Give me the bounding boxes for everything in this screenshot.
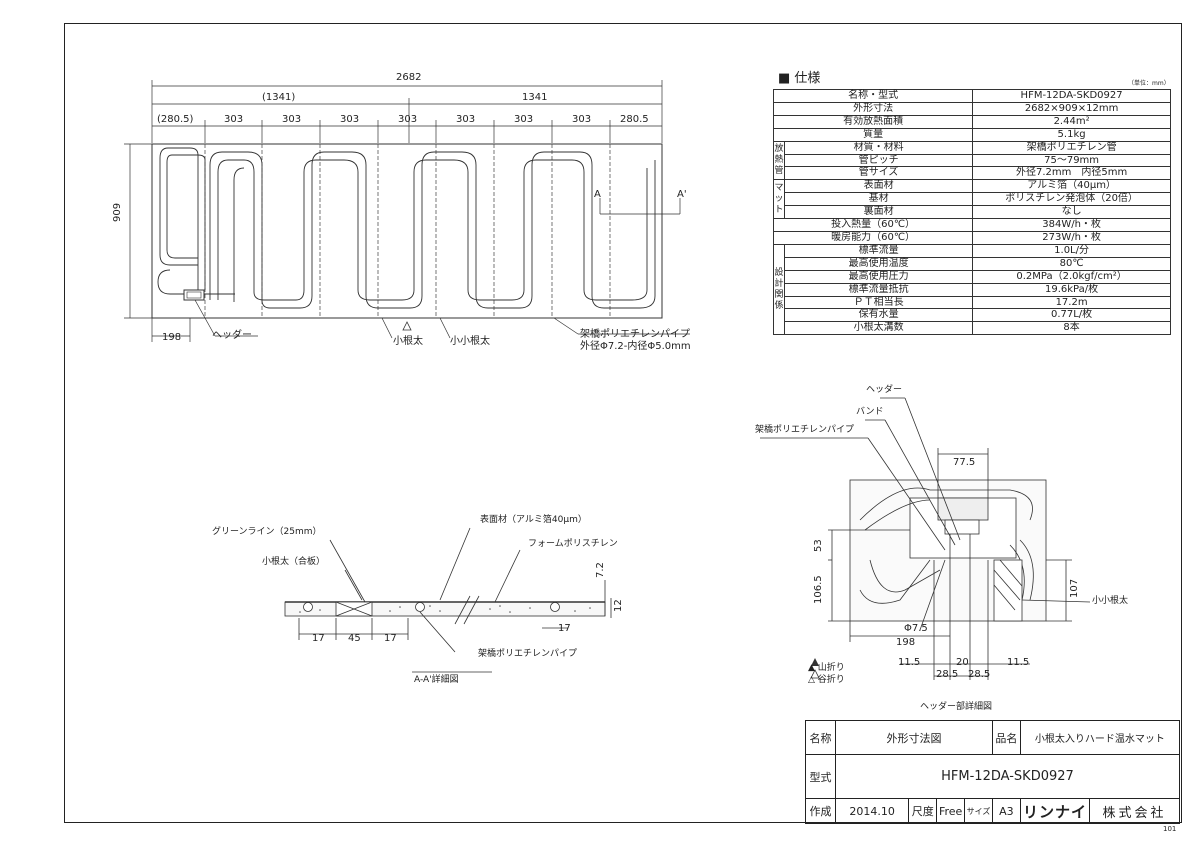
- dim-offset: 198: [162, 332, 182, 343]
- drawing-frame: [64, 23, 1182, 823]
- dim-seg-9: 280.5: [620, 114, 649, 125]
- dim-seg-8: 303: [572, 114, 592, 125]
- dim-half-left: (1341): [262, 92, 296, 103]
- dim-17a: 17: [312, 633, 325, 644]
- dim-285a: 28.5: [936, 669, 959, 680]
- dim-285b: 28.5: [968, 669, 991, 680]
- label-pipe-2: 外径Φ7.2-内径Φ5.0mm: [580, 341, 691, 352]
- title-model-value: HFM-12DA-SKD0927: [834, 754, 1181, 799]
- label-surface: 表面材（アルミ箔40μm）: [480, 515, 587, 525]
- spec-title: ■ 仕様: [778, 71, 821, 86]
- label-section-pipe: 架橋ポリエチレンパイプ: [478, 649, 578, 659]
- title-scale-value: Free: [936, 798, 966, 824]
- dim-seg-4: 303: [340, 114, 360, 125]
- dim-17b: 17: [384, 633, 397, 644]
- dim-seg-6: 303: [456, 114, 476, 125]
- dim-seg-2: 303: [224, 114, 244, 125]
- dim-115b: 11.5: [1007, 657, 1030, 668]
- label-rafter: 小根太: [393, 336, 423, 347]
- spec-row: 基材ポリスチレン発泡体（20倍）: [774, 192, 1171, 207]
- label-detail-pipe: 架橋ポリエチレンパイプ: [755, 425, 855, 435]
- section-mark-a: A: [594, 189, 601, 200]
- label-band: バンド: [856, 407, 884, 417]
- title-name-label: 名称: [805, 720, 836, 755]
- spec-group-label: 設計関係: [773, 243, 785, 336]
- dim-half-right: 1341: [522, 92, 548, 103]
- section-mark-a2: A': [677, 189, 687, 200]
- title-row: 型式 HFM-12DA-SKD0927: [805, 754, 1181, 799]
- title-name-value: 外形寸法図: [834, 720, 993, 755]
- title-block: 名称 外形寸法図 品名 小根太入りハード温水マット 型式 HFM-12DA-SK…: [805, 720, 1181, 824]
- dim-seg-7: 303: [514, 114, 534, 125]
- title-size-value: A3: [991, 798, 1021, 824]
- label-detail-header: ヘッダー: [866, 385, 903, 395]
- dim-20: 20: [956, 657, 969, 668]
- label-detail-small-rafter: 小小根太: [1092, 596, 1129, 606]
- dim-seg-5: 303: [398, 114, 418, 125]
- title-row: 作成 2014.10 尺度 Free サイズ A3 リンナイ 株式会社: [805, 798, 1180, 824]
- label-small-rafter: 小小根太: [450, 336, 490, 347]
- label-foam: フォームポリスチレン: [528, 539, 618, 549]
- title-product-label: 品名: [991, 720, 1021, 755]
- spec-key: 暖房能力（60℃）: [772, 230, 974, 245]
- company-suffix: 株式会社: [1089, 798, 1180, 824]
- dim-107: 107: [1069, 578, 1080, 598]
- dim-phi75: Φ7.5: [904, 623, 928, 634]
- label-header: ヘッダー: [212, 330, 252, 341]
- dim-17c: 17: [558, 623, 571, 634]
- spec-row: 投入熱量（60℃）384W/h・枚: [772, 218, 1171, 232]
- section-caption: A-A'詳細図: [414, 675, 459, 685]
- header-detail-caption: ヘッダー部詳細図: [920, 702, 993, 712]
- title-size-label: サイズ: [964, 798, 993, 824]
- page-number: 101: [1163, 825, 1177, 833]
- spec-group-label: 放熱管: [773, 140, 785, 181]
- dim-seg-3: 303: [282, 114, 302, 125]
- spec-key: 小根太溝数: [783, 321, 974, 336]
- dim-53: 53: [813, 539, 824, 552]
- spec-value: 8本: [972, 321, 1171, 336]
- dim-115a: 11.5: [898, 657, 921, 668]
- company-logo: リンナイ: [1019, 798, 1091, 824]
- title-model-label: 型式: [805, 754, 836, 799]
- dim-45: 45: [348, 633, 361, 644]
- dim-total-width: 2682: [396, 72, 422, 83]
- title-made-label: 作成: [805, 798, 836, 824]
- dim-1065: 106.5: [813, 575, 824, 604]
- title-row: 名称 外形寸法図 品名 小根太入りハード温水マット: [805, 720, 1181, 755]
- spec-unit: （単位：mm）: [1128, 80, 1170, 87]
- dim-198: 198: [896, 637, 916, 648]
- legend-mountain-fold: ▲ 山折り: [808, 663, 845, 673]
- label-green-line: グリーンライン（25mm）: [212, 527, 322, 537]
- title-scale-label: 尺度: [908, 798, 938, 824]
- legend-valley-fold: △ 谷折り: [808, 675, 845, 685]
- label-rafter-plywood: 小根太（合板）: [262, 557, 326, 567]
- dim-775: 77.5: [953, 457, 976, 468]
- dim-seg-1: (280.5): [157, 114, 194, 125]
- label-pipe-1: 架橋ポリエチレンパイプ: [580, 329, 690, 340]
- foam-speckle: [299, 605, 591, 613]
- title-product-value: 小根太入りハード温水マット: [1019, 720, 1181, 755]
- title-made-value: 2014.10: [834, 798, 910, 824]
